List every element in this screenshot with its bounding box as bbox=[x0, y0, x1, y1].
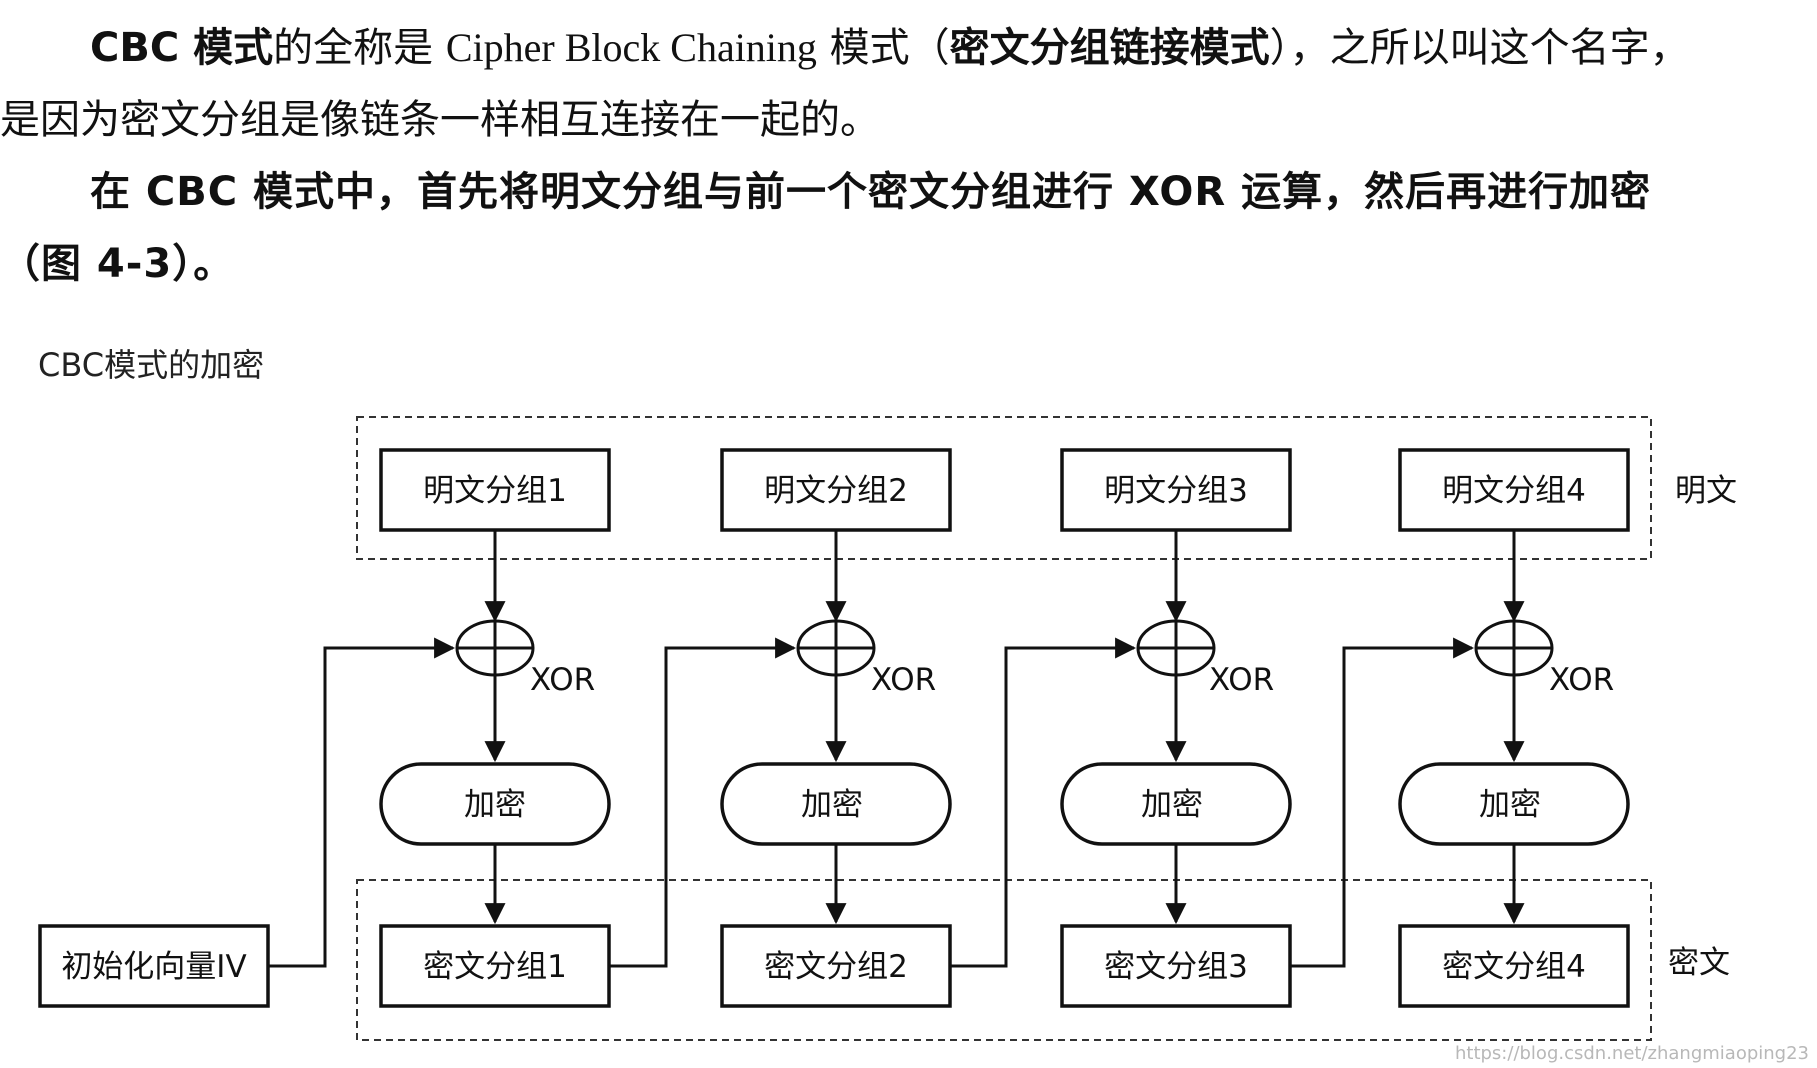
intro-text-b: 模式（ bbox=[816, 25, 950, 71]
chain-ciphertext-1-to-xor-2 bbox=[609, 637, 797, 968]
ciphertext-block-3-label: 密文分组3 bbox=[1104, 949, 1248, 985]
intro-text-a: 的全称是 bbox=[273, 25, 446, 71]
chinese-name-term: 密文分组链接模式 bbox=[949, 25, 1270, 71]
encrypt-1-label: 加密 bbox=[464, 787, 526, 823]
intro-line-1: CBC 模式的全称是 Cipher Block Chaining 模式（密文分组… bbox=[0, 12, 1790, 84]
cipher-block-chaining-term: Cipher Block Chaining bbox=[445, 25, 817, 70]
ciphertext-block-3 bbox=[1060, 924, 1292, 1008]
ciphertext-group-frame bbox=[356, 879, 1652, 1041]
xor-label-4: XOR bbox=[1549, 662, 1614, 698]
cbc-mode-term: CBC 模式 bbox=[90, 25, 274, 71]
xor-label-2: XOR bbox=[871, 662, 936, 698]
cbc-column-3: 明文分组3 XOR 加密 密文分组3 bbox=[1060, 448, 1292, 1008]
ciphertext-block-4 bbox=[1398, 924, 1630, 1008]
encrypt-3-label: 加密 bbox=[1141, 787, 1203, 823]
ciphertext-block-1-label: 密文分组1 bbox=[423, 949, 567, 985]
plaintext-block-4-label: 明文分组4 bbox=[1442, 473, 1586, 509]
ciphertext-block-1 bbox=[379, 924, 611, 1008]
plaintext-group-frame bbox=[356, 416, 1652, 560]
process-line-2: （图 4-3）。 bbox=[0, 241, 235, 287]
plaintext-block-2-label: 明文分组2 bbox=[764, 473, 908, 509]
ciphertext-block-2-label: 密文分组2 bbox=[764, 949, 908, 985]
plaintext-block-1-label: 明文分组1 bbox=[423, 473, 567, 509]
watermark: https://blog.csdn.net/zhangmiaoping23 bbox=[1454, 1043, 1809, 1064]
intro-line-2: 是因为密文分组是像链条一样相互连接在一起的。 bbox=[0, 97, 880, 143]
xor-label-3: XOR bbox=[1209, 662, 1274, 698]
xor-label-1: XOR bbox=[530, 662, 595, 698]
ciphertext-group-label: 密文 bbox=[1668, 945, 1730, 981]
intro-text-c: ），之所以叫这个名字， bbox=[1269, 25, 1690, 71]
plaintext-block-4 bbox=[1398, 448, 1630, 532]
plaintext-block-1 bbox=[379, 448, 611, 532]
diagram-caption: CBC模式的加密 bbox=[38, 346, 265, 384]
chain-ciphertext-3-to-xor-4 bbox=[1290, 637, 1475, 968]
chain-iv-to-xor-1 bbox=[268, 637, 456, 968]
process-line-1: 在 CBC 模式中，首先将明文分组与前一个密文分组进行 XOR 运算，然后再进行… bbox=[90, 169, 1652, 215]
plaintext-block-3-label: 明文分组3 bbox=[1104, 473, 1248, 509]
plaintext-group-label: 明文 bbox=[1675, 473, 1737, 509]
ciphertext-block-2 bbox=[720, 924, 952, 1008]
iv-label: 初始化向量IV bbox=[61, 949, 246, 985]
intro-paragraph: CBC 模式的全称是 Cipher Block Chaining 模式（密文分组… bbox=[0, 12, 1790, 156]
ciphertext-block-4-label: 密文分组4 bbox=[1442, 949, 1586, 985]
cbc-column-4: 明文分组4 XOR 加密 密文分组4 bbox=[1398, 448, 1630, 1008]
chain-ciphertext-2-to-xor-3 bbox=[950, 637, 1137, 968]
process-paragraph: 在 CBC 模式中，首先将明文分组与前一个密文分组进行 XOR 运算，然后再进行… bbox=[0, 156, 1790, 300]
cbc-column-2: 明文分组2 XOR 加密 密文分组2 bbox=[720, 448, 952, 1008]
encrypt-2-label: 加密 bbox=[801, 787, 863, 823]
encrypt-4-label: 加密 bbox=[1479, 787, 1541, 823]
cbc-column-1: 明文分组1 XOR 加密 密文分组1 bbox=[379, 448, 611, 1008]
